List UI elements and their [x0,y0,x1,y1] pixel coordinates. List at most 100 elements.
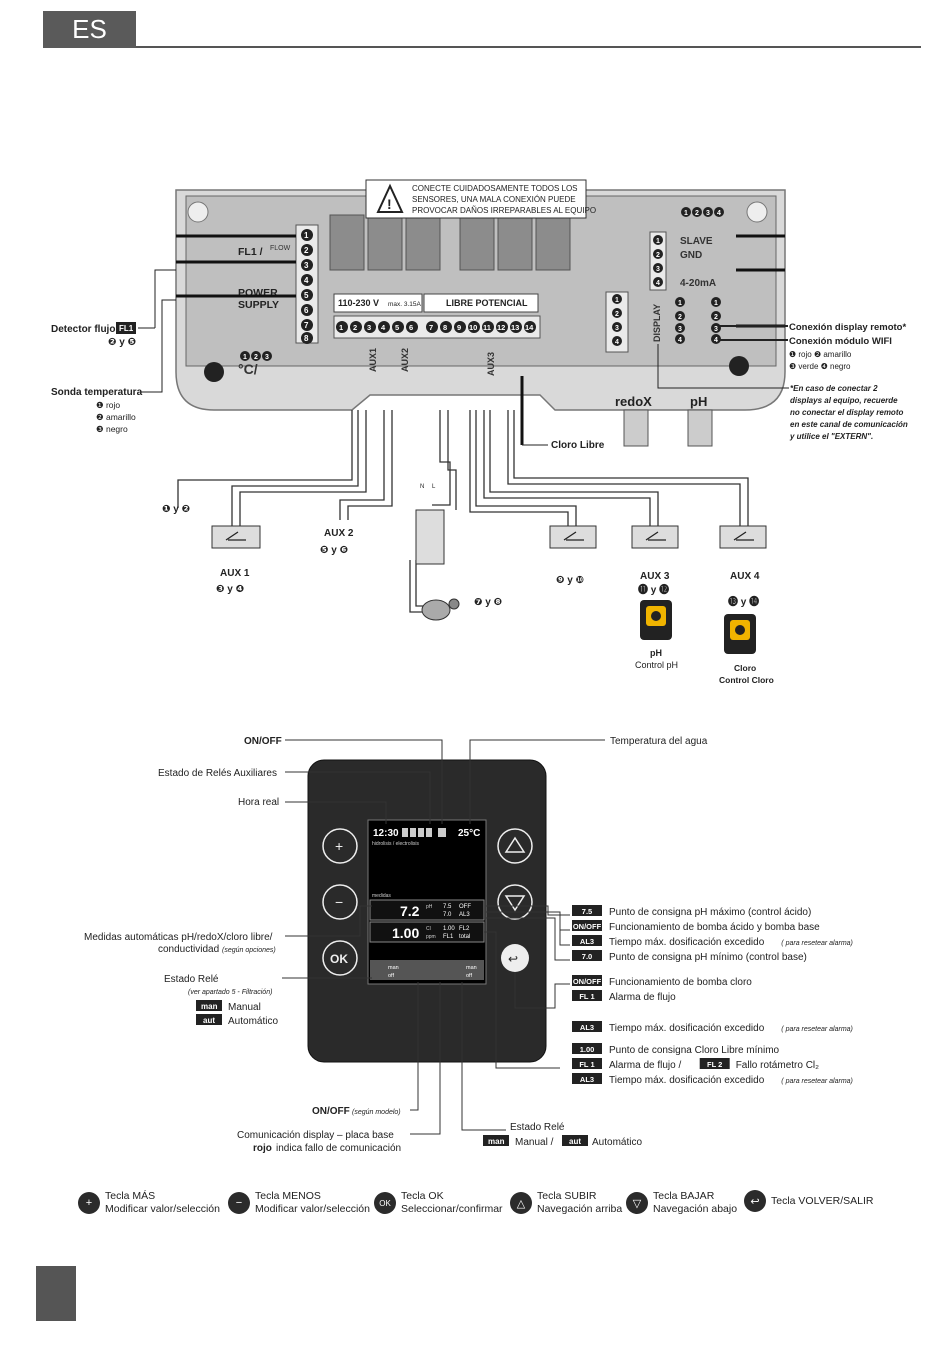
svg-text:OK: OK [330,952,348,966]
contactor [415,509,445,565]
plus-button[interactable]: + [322,828,358,864]
svg-text:man: man [201,1002,218,1011]
note-line-1: *En caso de conectar 2 [790,384,878,393]
svg-text:❸ y ❹: ❸ y ❹ [216,584,244,595]
medidas-auto-2: conductividad [158,944,219,955]
legend-subtitle: Modificar valor/selección [105,1203,220,1215]
ph-label: pH [690,394,707,409]
up-button[interactable] [497,828,533,864]
svg-text:Automático: Automático [228,1016,278,1027]
svg-text:ON/OFF: ON/OFF [312,1106,350,1117]
svg-text:Cl: Cl [426,926,431,932]
svg-text:SLAVE: SLAVE [680,236,713,247]
board-celsius-label: °C/ [238,361,258,377]
item-description: Punto de consigna Cloro Libre mínimo [609,1045,780,1056]
sonda-rojo: ❶ rojo [96,400,120,410]
warning-text-3: PROVOCAR DAÑOS IRREPARABLES AL EQUIPO [412,206,596,215]
item-description: Funcionamiento de bomba ácido y bomba ba… [609,922,820,933]
value-tag [572,1058,602,1069]
value-tag-text: 7.0 [582,952,592,961]
legend-subtitle: Navegación abajo [653,1203,738,1215]
down-button[interactable] [497,884,533,920]
svg-text:❼ y ❽: ❼ y ❽ [474,597,502,608]
svg-text:man: man [466,965,477,971]
svg-text:12:30: 12:30 [373,828,399,839]
svg-text:3: 3 [367,323,371,332]
legend-subtitle: Seleccionar/confirmar [401,1203,503,1215]
minus-button[interactable]: − [322,884,358,920]
wiring-diagram: 1 2 3 4 5 6 7 8 FL1 / FLOW POWER SUPPLY … [51,179,908,685]
value-tag-text: ON/OFF [573,977,602,986]
legend-title: Tecla MÁS [105,1190,156,1202]
legend-title: Tecla VOLVER/SALIR [771,1194,874,1207]
svg-text:❶ y ❷: ❶ y ❷ [162,504,191,515]
svg-text:AUX2: AUX2 [400,348,410,372]
svg-text:aut: aut [569,1137,581,1146]
svg-text:3: 3 [714,326,718,333]
svg-text:L: L [432,484,436,490]
back-button[interactable]: ↩ [501,944,529,972]
legend-title: Tecla MENOS [255,1190,321,1202]
conexion-wifi-label: Conexión módulo WIFI [789,336,892,347]
svg-text:7: 7 [304,321,309,330]
svg-text:rojo: rojo [253,1143,272,1154]
on-off-label: ON/OFF [244,736,282,747]
svg-text:2: 2 [254,354,258,361]
svg-text:!: ! [387,196,392,212]
svg-text:4: 4 [615,339,619,346]
svg-text:2: 2 [353,323,357,332]
detector-flujo-label: Detector flujo [51,324,115,335]
svg-text:OFF: OFF [459,904,471,910]
value-tag-text: AL3 [580,1075,594,1084]
svg-text:13: 13 [511,323,519,332]
mount-hole-left [204,362,224,382]
minus-icon: − [228,1192,250,1214]
sonda-label: Sonda temperatura [51,387,143,398]
board-supply-label: SUPPLY [238,299,279,311]
svg-text:1: 1 [615,297,619,304]
ph-connector [687,409,713,447]
svg-text:2: 2 [656,252,660,259]
svg-text:indica fallo de comunicación: indica fallo de comunicación [276,1143,401,1154]
conexion-display-label: Conexión display remoto* [789,322,906,333]
ph-dosing-pump [640,600,672,640]
legend-item: ↩Tecla VOLVER/SALIR [744,1190,874,1212]
legend-title: Tecla BAJAR [653,1190,715,1202]
wifi-colors-2: ❸ verde ❹ negro [789,362,851,371]
warning-icon [376,183,404,213]
item-note: ( para resetear alarma) [781,940,853,947]
power-header [333,293,423,313]
legend-subtitle: Modificar valor/selección [255,1203,370,1215]
value-tag-text: 7.5 [582,907,592,916]
svg-text:2: 2 [304,246,309,255]
down-icon: ▽ [626,1192,648,1214]
svg-text:3: 3 [265,354,269,361]
svg-text:1: 1 [243,354,247,361]
svg-text:AUX3: AUX3 [486,352,496,376]
ok-icon: OK [374,1192,396,1214]
svg-text:↩: ↩ [508,952,518,966]
svg-text:11: 11 [483,323,491,332]
ok-button[interactable]: OK [322,940,358,976]
mount-hole-right [729,356,749,376]
estado-rele-label: Estado Relé [164,974,219,985]
svg-text:8: 8 [443,323,447,332]
svg-text:6: 6 [409,323,413,332]
header-rule [136,46,921,48]
value-tag-text: FL 1 [579,1060,594,1069]
svg-text:1: 1 [304,231,309,240]
value-tag [572,990,602,1001]
fl1-tag: FL1 [119,324,134,333]
note-line-4: en este canal de comunicación [790,420,908,429]
warning-text-1: CONECTE CUIDADOSAMENTE TODOS LOS [412,184,578,193]
svg-text:2: 2 [678,314,682,321]
svg-text:3: 3 [304,261,309,270]
